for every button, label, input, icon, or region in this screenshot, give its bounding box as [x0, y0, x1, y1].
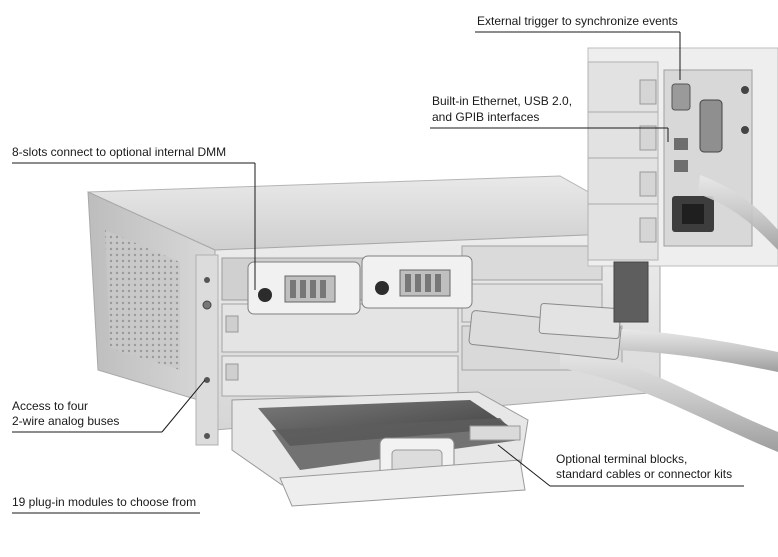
callout-interfaces-line2: and GPIB interfaces: [432, 110, 540, 124]
callout-terminal-blocks-line2: standard cables or connector kits: [556, 467, 733, 481]
callout-analog-buses-line1: Access to four: [12, 399, 89, 413]
callout-interfaces-line1: Built-in Ethernet, USB 2.0,: [432, 94, 573, 108]
chassis: [87, 175, 662, 446]
rear-connector-board: [613, 261, 649, 323]
callout-plugin-modules: 19 plug-in modules to choose from: [12, 495, 197, 509]
dmm-connectors: [247, 255, 473, 315]
callout-terminal-blocks-line1: Optional terminal blocks,: [556, 452, 688, 466]
callout-external-trigger: External trigger to synchronize events: [477, 14, 678, 28]
plugin-module: [231, 391, 529, 507]
callout-lines: [12, 31, 744, 514]
callout-slots-dmm: 8-slots connect to optional internal DMM: [12, 145, 227, 159]
rear-panel-inset: [587, 47, 778, 267]
cables: [468, 302, 778, 452]
callout-analog-buses-line2: 2-wire analog buses: [12, 414, 120, 428]
